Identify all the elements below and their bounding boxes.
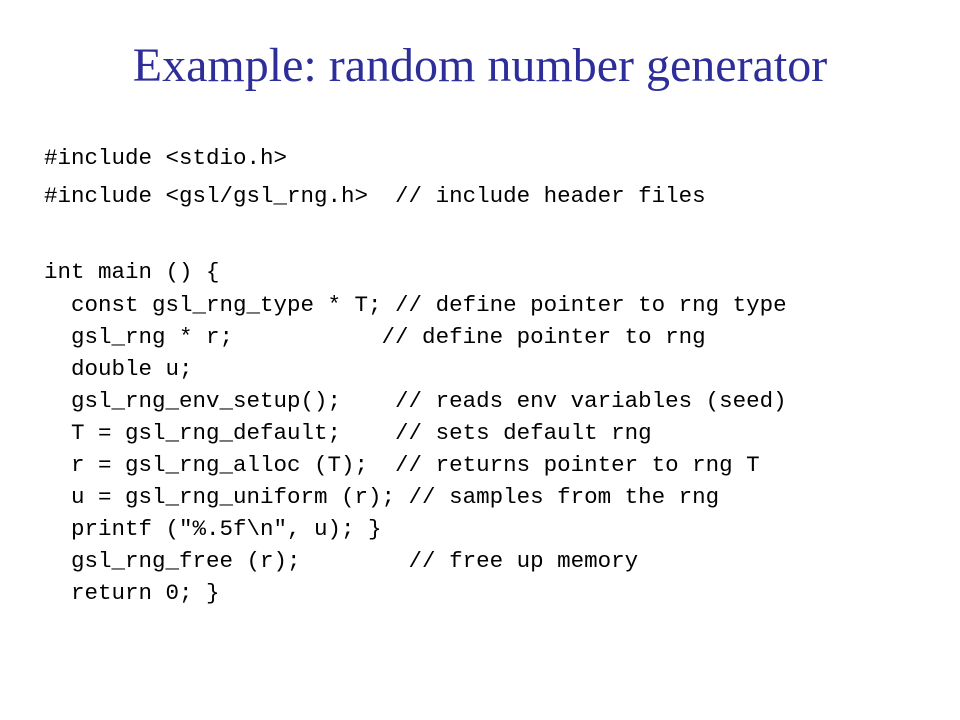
code-line-include-gsl: #include <gsl/gsl_rng.h> // include head… [44,183,706,209]
code-line-rng-type: const gsl_rng_type * T; // define pointe… [44,292,787,318]
code-line-main: int main () { [44,259,220,285]
code-line-rng-pointer: gsl_rng * r; // define pointer to rng [44,324,706,350]
code-line-env-setup: gsl_rng_env_setup(); // reads env variab… [44,388,787,414]
code-line-rng-uniform: u = gsl_rng_uniform (r); // samples from… [44,484,720,510]
code-line-include-stdio: #include <stdio.h> [44,145,288,171]
code-line-rng-free: gsl_rng_free (r); // free up memory [44,548,639,574]
code-line-printf: printf ("%.5f\n", u); } [44,516,382,542]
slide-title: Example: random number generator [132,39,828,92]
code-line-rng-default: T = gsl_rng_default; // sets default rng [44,420,652,446]
code-block: #include <stdio.h> #include <gsl/gsl_rng… [44,0,944,720]
code-line-double-u: double u; [44,356,193,382]
code-line-return: return 0; } [44,580,220,606]
code-line-rng-alloc: r = gsl_rng_alloc (T); // returns pointe… [44,452,760,478]
